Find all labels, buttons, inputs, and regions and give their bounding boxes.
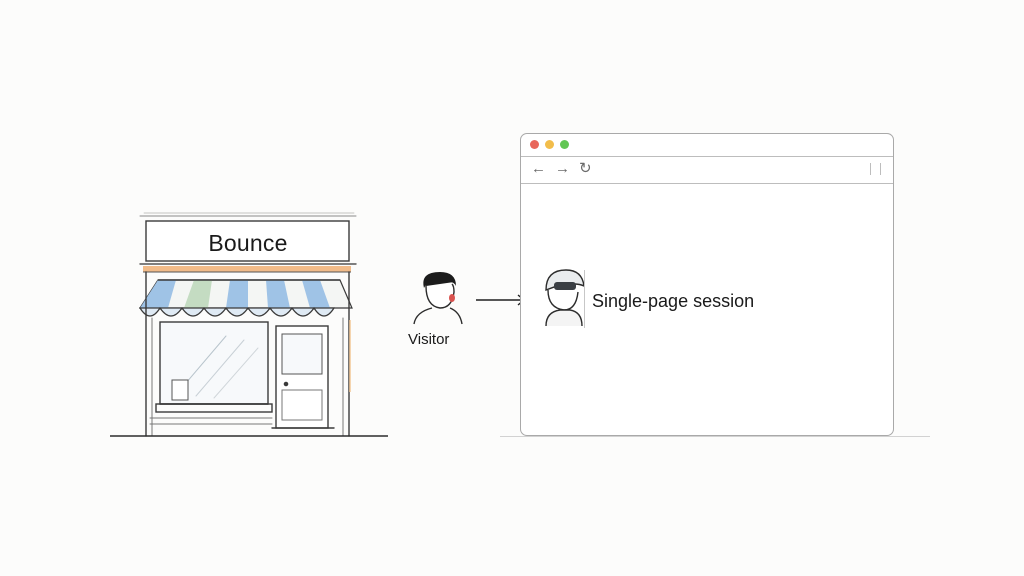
store-sign-board <box>145 220 350 262</box>
browser-titlebar <box>521 134 893 157</box>
sign-stripe <box>143 266 351 272</box>
reload-icon[interactable]: ↻ <box>579 160 592 177</box>
session-avatar-icon <box>545 269 585 327</box>
arrow-left-icon[interactable]: ← <box>531 160 546 177</box>
close-dot-icon[interactable] <box>530 140 539 149</box>
visitor-label: Visitor <box>408 331 450 348</box>
maximize-dot-icon[interactable] <box>560 140 569 149</box>
minimize-dot-icon[interactable] <box>545 140 554 149</box>
browser-ground-line <box>500 436 930 437</box>
visitor-avatar-icon <box>413 272 463 325</box>
browser-toolbar: ← → ↻ <box>521 156 893 184</box>
store-sign-label: Bounce <box>208 230 288 256</box>
store-awning <box>138 279 353 317</box>
session-label: Single-page session <box>592 291 755 311</box>
arrow-right-icon[interactable]: → <box>555 160 570 177</box>
session-divider <box>584 270 585 328</box>
menu-icon[interactable] <box>870 163 881 175</box>
